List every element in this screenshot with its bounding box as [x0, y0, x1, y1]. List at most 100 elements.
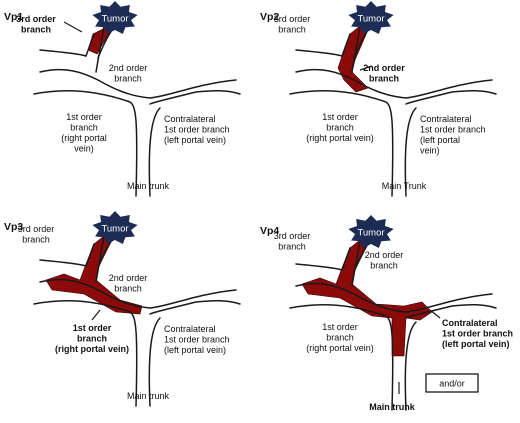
tumor: Tumor	[92, 1, 138, 34]
vessel-wall	[33, 90, 138, 197]
panel-label: Vp2	[260, 11, 279, 23]
label-main-trunk: Main trunk	[127, 181, 170, 191]
label-first-order-line: (right portal vein)	[55, 344, 129, 354]
pointer-arrow	[63, 21, 83, 33]
vessel-wall	[351, 239, 361, 287]
label-contralateral-line: Contralateral	[164, 324, 216, 334]
tumor: Tumor	[348, 1, 394, 34]
label-first-order-line: branch	[70, 123, 98, 133]
vessel-wall	[295, 68, 493, 99]
label-first-order-line: branch	[326, 123, 354, 133]
label-contralateral-line: (left portal vein)	[442, 339, 510, 349]
label-third-order-line: branch	[278, 242, 306, 252]
label-second-order-line: 2nd order	[109, 63, 148, 73]
vessel-wall	[39, 68, 237, 99]
label-contralateral-line: Contralateral	[442, 318, 498, 328]
label-contralateral-line: Contralateral	[164, 114, 216, 124]
tumor-label: Tumor	[101, 224, 128, 235]
label-contralateral-line: 1st order branch	[420, 125, 486, 135]
label-second-order-line: 2nd order	[365, 250, 404, 260]
vessel-wall	[39, 49, 87, 57]
panel-label: Vp4	[260, 225, 279, 237]
tumor-shape	[92, 211, 138, 244]
label-first-order-line: (right portal	[61, 133, 107, 143]
vessel-wall	[404, 107, 417, 197]
tumor-label: Tumor	[357, 228, 384, 239]
vessel-wall	[351, 25, 361, 73]
vessel-wall	[149, 299, 241, 315]
label-first-order-line: (right portal vein)	[306, 133, 374, 143]
vessel-wall	[148, 317, 161, 407]
label-contralateral-line: 1st order branch	[164, 335, 230, 345]
pointer-arrow	[429, 309, 441, 319]
vessel-wall	[405, 89, 497, 105]
and-or-border	[425, 373, 479, 393]
label-contralateral-line: (left portal	[420, 135, 460, 145]
and-or-box: and/or	[425, 373, 479, 393]
label-first-order-line: branch	[326, 333, 354, 343]
vessel-wall	[289, 90, 394, 197]
vessel-wall	[341, 247, 351, 271]
tumor: Tumor	[92, 211, 138, 244]
vessel-wall	[148, 107, 161, 197]
label-second-order-line: branch	[369, 74, 399, 84]
label-contralateral-line: Contralateral	[420, 114, 472, 124]
label-second-order-line: 2nd order	[109, 273, 148, 283]
label-second-order-line: branch	[114, 284, 142, 294]
and-or-text: and/or	[439, 379, 465, 389]
label-main-trunk-line: Main trunk	[369, 402, 415, 412]
thrombus-region	[337, 25, 369, 93]
label-second-order-line: branch	[114, 74, 142, 84]
label-main-trunk: Main trunk	[369, 402, 415, 412]
label-main-trunk-line: Main trunk	[127, 391, 170, 401]
label-first-order-line: 1st order	[322, 322, 358, 332]
label-contralateral-line: (left portal vein)	[164, 345, 226, 355]
panel-label: Vp1	[4, 11, 23, 23]
vessel-wall	[33, 300, 138, 407]
label-third-order-line: branch	[21, 25, 51, 35]
panel-label: Vp3	[4, 221, 23, 233]
vessel-wall	[404, 321, 417, 411]
label-main-trunk: Main Trunk	[382, 181, 427, 191]
vessel-wall	[85, 243, 95, 267]
label-main-trunk-line: Main trunk	[127, 181, 170, 191]
vessel-wall	[295, 49, 343, 57]
tumor-label: Tumor	[357, 14, 384, 25]
label-second-order-line: branch	[370, 261, 398, 271]
vessel-wall	[341, 33, 351, 57]
vessel-wall	[405, 303, 497, 319]
label-contralateral-line: (left portal vein)	[164, 135, 226, 145]
thrombus-region	[301, 239, 433, 357]
label-main-trunk-line: Main Trunk	[382, 181, 427, 191]
tumor-shape	[92, 1, 138, 34]
pointer-arrow	[359, 65, 373, 71]
tumor-shape	[348, 215, 394, 248]
tumor-shape	[348, 1, 394, 34]
vessel-wall	[39, 278, 237, 309]
vessel-wall	[289, 304, 394, 411]
vessel-wall	[95, 235, 105, 283]
label-first-order-line: 1st order	[73, 323, 112, 333]
vessel-wall	[295, 263, 343, 271]
label-third-order-line: 3rd order	[274, 231, 311, 241]
label-third-order-line: 3rd order	[274, 14, 311, 24]
label-first-order-line: branch	[77, 334, 107, 344]
label-third-order-line: 3rd order	[16, 14, 56, 24]
vessel-wall	[149, 89, 241, 105]
